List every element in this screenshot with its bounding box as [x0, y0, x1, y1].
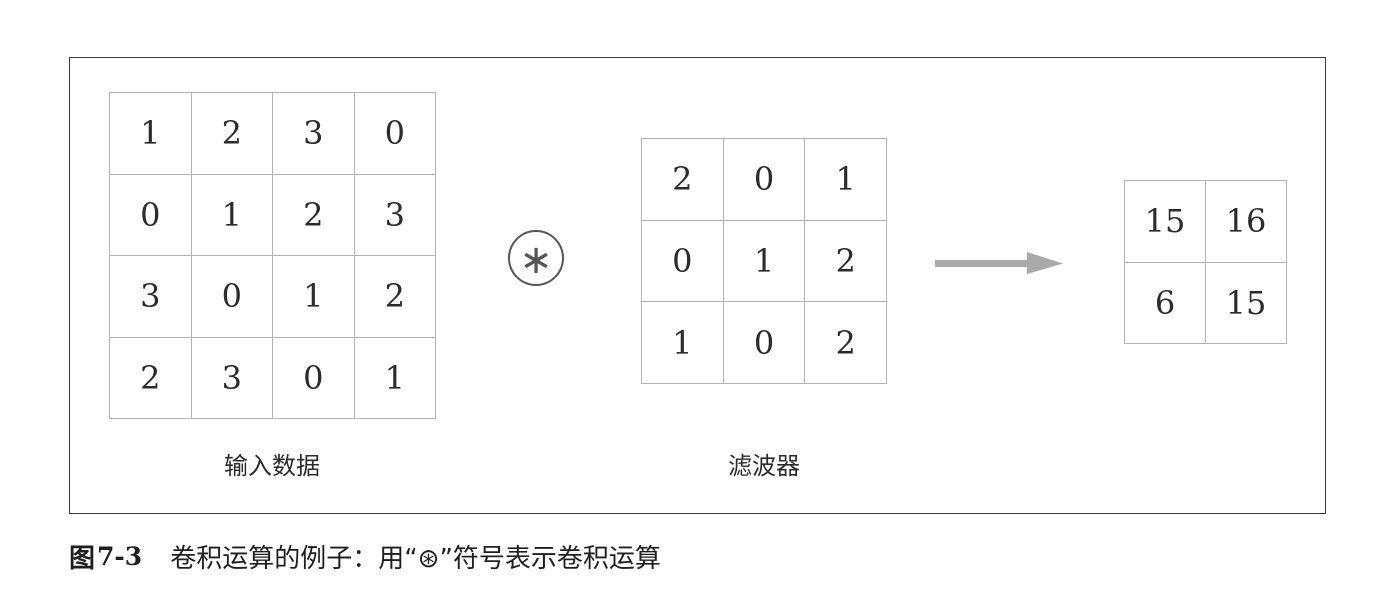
matrix-cell: 2	[805, 302, 887, 384]
matrix-cell: 2	[110, 337, 192, 419]
figure-caption-number: 7-3	[97, 541, 143, 571]
matrix-cell: 2	[805, 220, 887, 303]
input-data-matrix: 1 2 3 0 0 1 2 3 3 0 1 2 2 3 0 1	[109, 92, 436, 419]
convolution-operator-symbol: ∗	[519, 237, 553, 283]
matrix-cell: 2	[273, 174, 355, 256]
matrix-cell: 1	[191, 174, 273, 256]
matrix-cell: 0	[723, 302, 806, 384]
convolution-operator-svg: ∗	[508, 230, 564, 286]
matrix-cell: 0	[642, 220, 724, 303]
matrix-cell: 15	[1206, 262, 1287, 344]
matrix-cell: 0	[354, 93, 436, 175]
filter-matrix: 2 0 1 0 1 2 1 0 2	[641, 138, 887, 384]
figure-caption-text: 卷积运算的例子：用“⊛”符号表示卷积运算	[170, 543, 661, 574]
matrix-cell: 2	[191, 93, 273, 175]
matrix-cell: 1	[273, 256, 355, 338]
matrix-cell: 6	[1125, 262, 1206, 344]
matrix-cell: 1	[110, 93, 192, 175]
matrix-cell: 3	[110, 256, 192, 338]
matrix-cell: 2	[642, 139, 724, 221]
matrix-cell: 3	[354, 174, 436, 256]
matrix-cell: 1	[642, 302, 724, 384]
matrix-cell: 0	[273, 337, 355, 419]
matrix-cell: 0	[110, 174, 192, 256]
output-matrix: 15 16 6 15	[1124, 180, 1287, 344]
filter-label: 滤波器	[728, 452, 800, 480]
matrix-cell: 0	[723, 139, 806, 221]
matrix-cell: 1	[805, 139, 887, 221]
figure-frame	[69, 57, 1326, 514]
input-data-label: 输入数据	[224, 452, 320, 480]
matrix-cell: 0	[191, 256, 273, 338]
matrix-cell: 3	[273, 93, 355, 175]
matrix-cell: 3	[191, 337, 273, 419]
figure-caption-prefix: 图	[69, 543, 96, 574]
matrix-cell: 16	[1206, 181, 1287, 263]
convolution-operator-icon: ∗	[507, 229, 565, 287]
right-arrow-icon	[933, 248, 1065, 278]
matrix-cell: 15	[1125, 181, 1206, 263]
matrix-cell: 2	[354, 256, 436, 338]
matrix-cell: 1	[354, 337, 436, 419]
matrix-cell: 1	[723, 220, 806, 303]
figure-caption: 图 7-3 卷积运算的例子：用“⊛”符号表示卷积运算	[69, 536, 661, 576]
right-arrow-svg	[935, 252, 1063, 274]
